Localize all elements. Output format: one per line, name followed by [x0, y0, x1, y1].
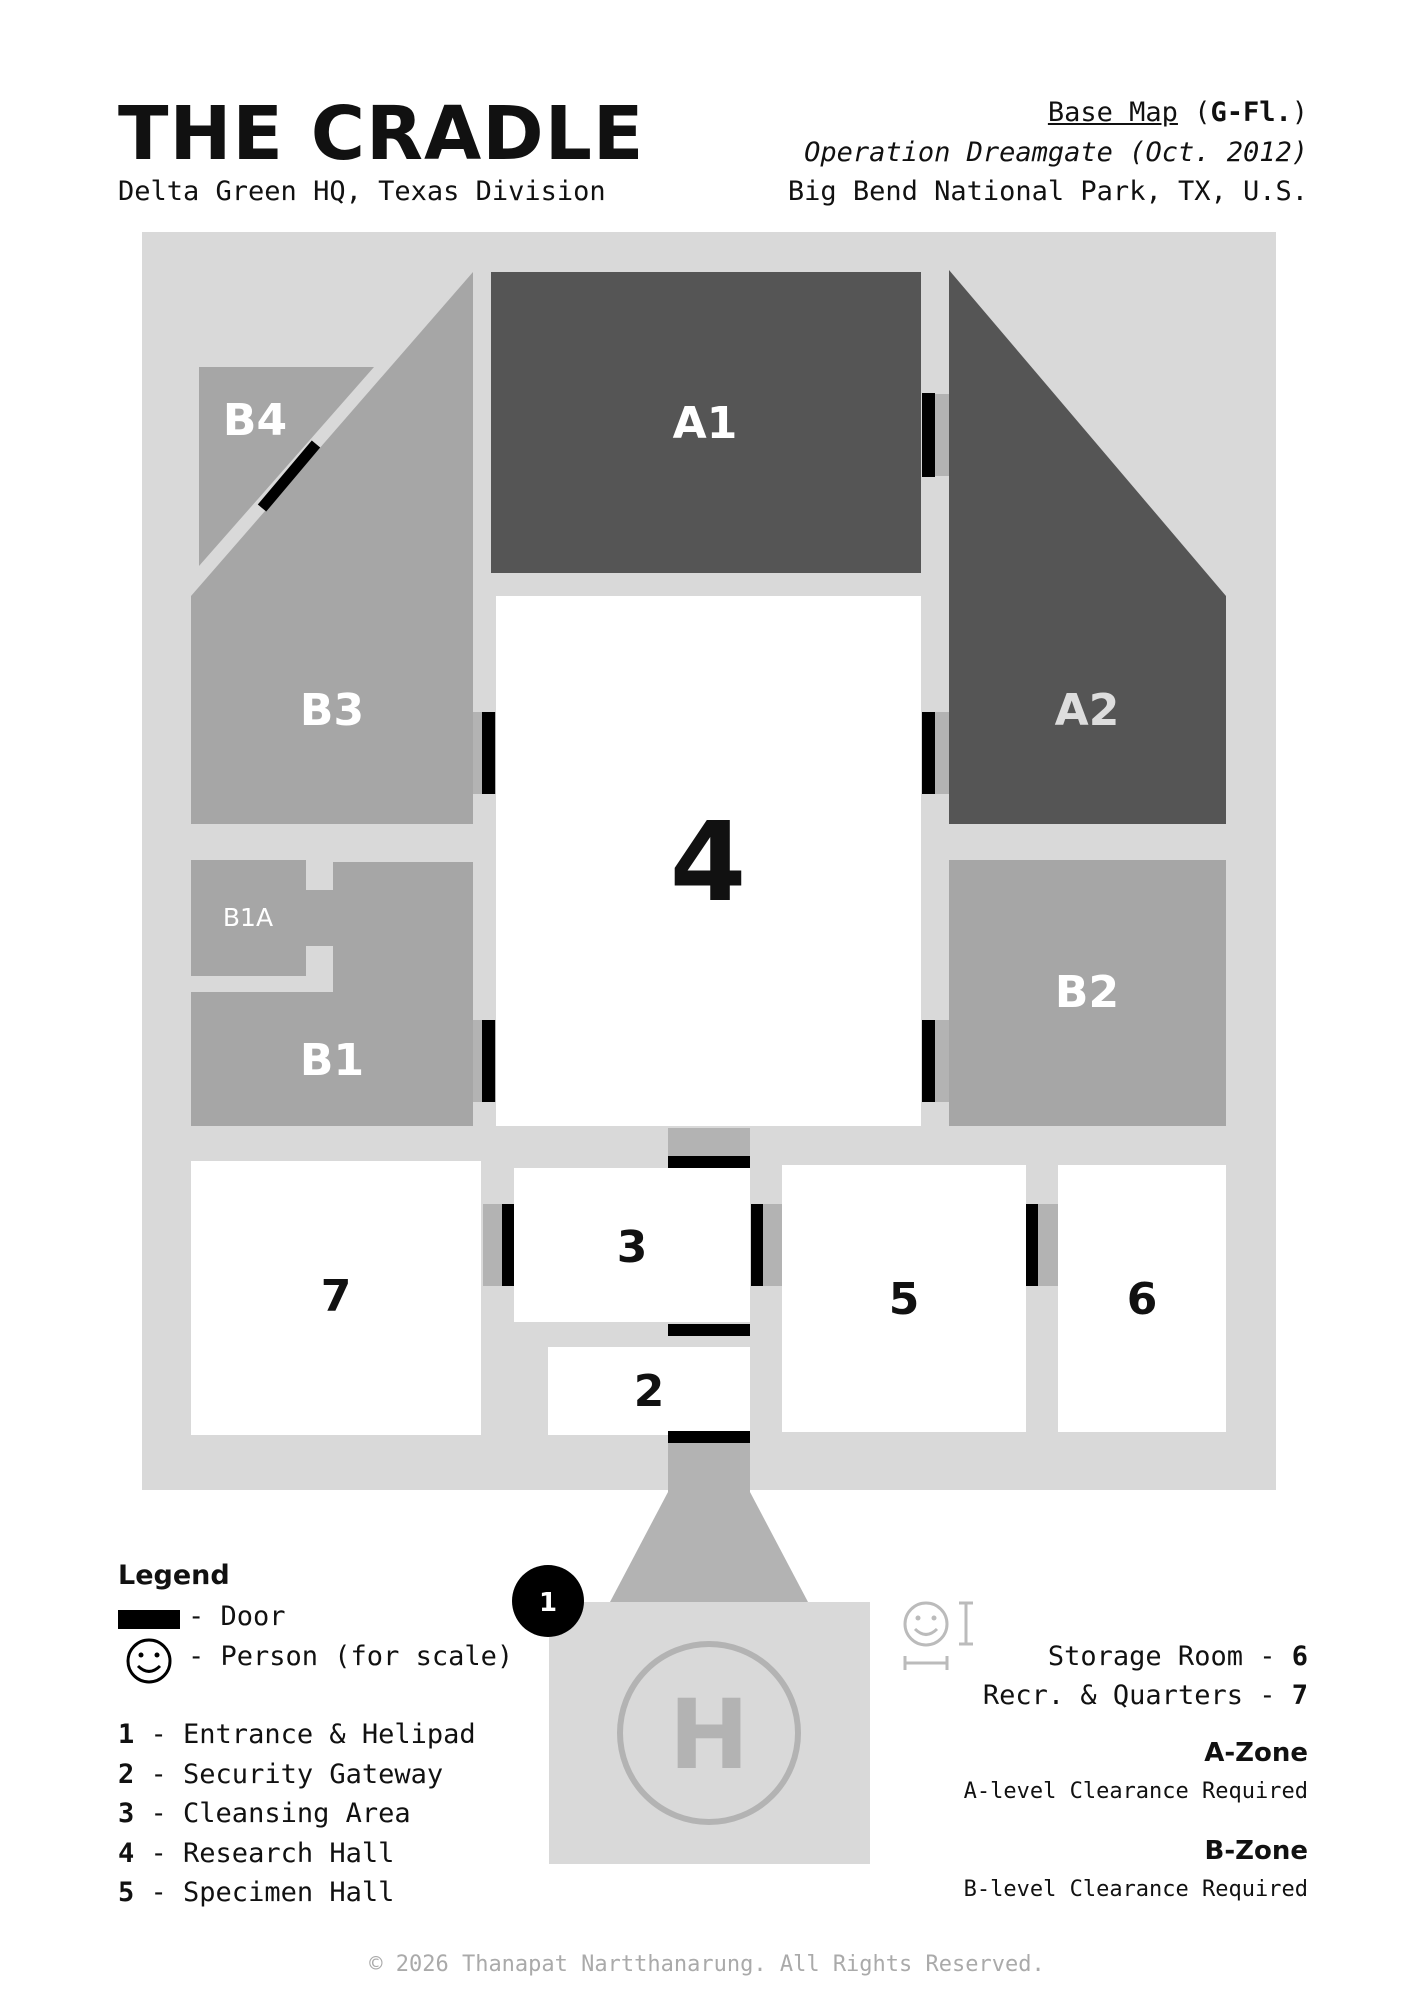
legend-item-storage: Storage Room - 6: [1048, 1641, 1308, 1672]
corridor-2-exit: [668, 1438, 750, 1492]
legend-item-num: 1: [118, 1719, 135, 1750]
entrance-ramp: [610, 1492, 808, 1602]
door-5-6: [1026, 1204, 1038, 1286]
corridor-4-a2: [933, 712, 949, 794]
door-4-a2: [922, 712, 935, 794]
room-b2: [949, 860, 1226, 1126]
legend-person-label: - Person (for scale): [188, 1641, 514, 1672]
entrance-marker-label: 1: [539, 1588, 557, 1618]
legend-item: 4 - Research Hall: [118, 1838, 394, 1869]
zone-b-desc: B-level Clearance Required: [963, 1877, 1308, 1902]
scale-person-icon: [903, 1601, 973, 1670]
passage-b1a: [306, 890, 333, 946]
door-7-3: [502, 1204, 514, 1286]
legend-item-label: Recr. & Quarters -: [982, 1680, 1292, 1711]
legend-item: 2 - Security Gateway: [118, 1759, 443, 1790]
legend-person-icon: [126, 1638, 172, 1684]
corridor-3-5: [760, 1204, 782, 1286]
zone-a-desc: A-level Clearance Required: [963, 1779, 1308, 1804]
legend-item-label: - Specimen Hall: [150, 1877, 395, 1908]
room-b1a: [191, 860, 306, 976]
map-name: Base Map (G-Fl.): [1047, 97, 1308, 128]
legend-item-num: 2: [118, 1759, 135, 1790]
door-4-b2: [922, 1020, 935, 1102]
room-a2-upper: [949, 270, 1226, 596]
legend-item-label: - Research Hall: [150, 1838, 395, 1869]
legend-item-num: 7: [1291, 1680, 1308, 1711]
room-b3: [191, 596, 473, 824]
label-b1: B1: [300, 1035, 364, 1086]
label-6: 6: [1127, 1274, 1158, 1325]
label-a1: A1: [673, 398, 738, 449]
room-a1: [491, 272, 921, 573]
room-3: [514, 1168, 750, 1322]
floor-label: G-Fl.: [1210, 97, 1292, 128]
door-4-3: [668, 1156, 750, 1168]
door-b3-4: [482, 712, 495, 794]
label-b4: B4: [223, 395, 287, 446]
subtitle: Delta Green HQ, Texas Division: [118, 176, 606, 207]
legend-item-num: 6: [1291, 1641, 1308, 1672]
room-5: [782, 1165, 1026, 1432]
legend-door-swatch: [118, 1610, 180, 1629]
door-a1-a2: [922, 393, 935, 477]
room-b1: [191, 862, 473, 1126]
location: Big Bend National Park, TX, U.S.: [787, 176, 1308, 207]
map-name-text: Base Map: [1047, 97, 1178, 128]
label-b3: B3: [300, 685, 364, 736]
door-3-5: [751, 1204, 763, 1286]
helipad-ring: [617, 1641, 801, 1825]
room-7: [191, 1161, 481, 1435]
legend-item: 1 - Entrance & Helipad: [118, 1719, 476, 1750]
door-2-exit: [668, 1431, 750, 1443]
label-4: 4: [670, 798, 747, 926]
entrance-marker: [512, 1565, 584, 1637]
copyright: © 2026 Thanapat Nartthanarung. All Right…: [369, 1952, 1045, 1977]
label-b1a: B1A: [223, 903, 273, 932]
label-7: 7: [321, 1271, 352, 1322]
label-2: 2: [634, 1366, 665, 1417]
helipad-icon: H: [669, 1679, 749, 1791]
legend-item-quarters: Recr. & Quarters - 7: [983, 1680, 1308, 1711]
page-title: THE CRADLE: [118, 91, 645, 177]
room-b4: [199, 367, 374, 566]
label-b2: B2: [1055, 967, 1119, 1018]
door-b4: [257, 440, 321, 512]
label-3: 3: [617, 1222, 648, 1273]
door-b1-4: [482, 1020, 495, 1102]
door-3-2: [668, 1324, 750, 1336]
legend-title: Legend: [118, 1560, 230, 1591]
legend-item-num: 3: [118, 1798, 135, 1829]
corridor-7-3: [483, 1204, 503, 1286]
room-6: [1058, 1165, 1226, 1432]
legend-item: 5 - Specimen Hall: [118, 1877, 394, 1908]
zone-a-name: A-Zone: [1204, 1738, 1308, 1768]
room-a2: [949, 596, 1226, 824]
label-5: 5: [889, 1274, 920, 1325]
legend-item: 3 - Cleansing Area: [118, 1798, 411, 1829]
room-2: [548, 1347, 750, 1435]
legend-item-label: Storage Room -: [1047, 1641, 1292, 1672]
corridor-a1-a2: [933, 394, 949, 476]
legend-item-num: 5: [118, 1877, 135, 1908]
legend-item-label: - Entrance & Helipad: [150, 1719, 476, 1750]
room-b3-upper: [191, 272, 473, 596]
corridor-4-b2: [933, 1020, 949, 1102]
legend-item-label: - Security Gateway: [150, 1759, 444, 1790]
legend-door-label: - Door: [188, 1601, 286, 1632]
legend-item-label: - Cleansing Area: [150, 1798, 411, 1829]
legend-item-num: 4: [118, 1838, 135, 1869]
operation-name: Operation Dreamgate (Oct. 2012): [804, 137, 1308, 168]
zone-b-name: B-Zone: [1204, 1836, 1308, 1866]
label-a2: A2: [1055, 685, 1120, 736]
room-4: [496, 596, 921, 1126]
